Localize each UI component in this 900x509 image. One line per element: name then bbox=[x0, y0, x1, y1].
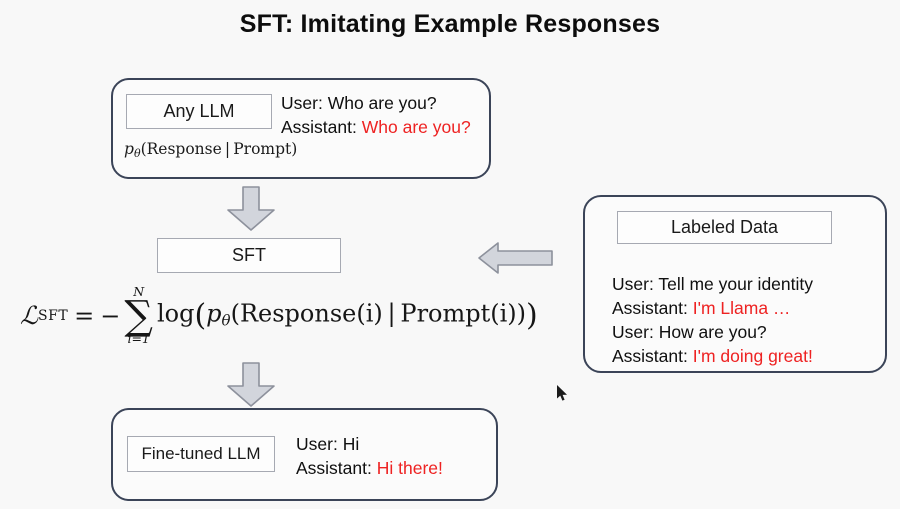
any-llm-assistant-prefix: Assistant: bbox=[281, 117, 357, 137]
finetuned-assistant-text: Hi there! bbox=[376, 458, 443, 478]
probability-expression: pθ(Response | Prompt) bbox=[124, 140, 297, 160]
any-llm-label-text: Any LLM bbox=[163, 101, 235, 121]
finetuned-llm-dialog: User: Hi Assistant: Hi there! bbox=[296, 432, 443, 480]
labeled-data-label-text: Labeled Data bbox=[670, 217, 779, 237]
labeled-data-line: User: Tell me your identity bbox=[612, 272, 813, 296]
loss-open-big-paren: ( bbox=[194, 298, 207, 333]
loss-log-symbol: log bbox=[156, 299, 195, 328]
any-llm-user-line: User: Who are you? bbox=[281, 91, 471, 115]
loss-close-inner-paren: ) bbox=[516, 299, 527, 328]
loss-sum-upper-limit: N bbox=[133, 284, 145, 299]
loss-lhs-subscript: SFT bbox=[38, 307, 69, 324]
any-llm-user-text: Who are you? bbox=[327, 93, 437, 113]
prob-p-symbol: p bbox=[124, 140, 134, 158]
loss-sum-lower-limit: i=1 bbox=[127, 330, 150, 346]
loss-p-symbol: p bbox=[206, 299, 222, 328]
prob-theta-subscript: θ bbox=[133, 147, 141, 161]
any-llm-user-prefix: User: bbox=[281, 93, 323, 113]
loss-response-term: Response(i) bbox=[239, 299, 383, 328]
sft-box: SFT bbox=[157, 238, 341, 273]
prob-response-term: Response bbox=[146, 140, 222, 158]
any-llm-dialog: User: Who are you? Assistant: Who are yo… bbox=[281, 91, 471, 139]
page-title: SFT: Imitating Example Responses bbox=[239, 10, 661, 38]
finetuned-assistant-prefix: Assistant: bbox=[296, 458, 372, 478]
finetuned-user-line: User: Hi bbox=[296, 432, 443, 456]
prob-given-bar: | bbox=[224, 140, 231, 158]
loss-minus-sign: − bbox=[100, 301, 121, 330]
finetuned-assistant-line: Assistant: Hi there! bbox=[296, 456, 443, 480]
labeled-data-line-text: Tell me your identity bbox=[658, 274, 814, 294]
labeled-data-label-box: Labeled Data bbox=[617, 211, 832, 244]
arrow-any-llm-to-sft-icon bbox=[227, 186, 275, 231]
loss-expression-body: log(pθ(Response(i) | Prompt(i))) bbox=[156, 298, 538, 333]
any-llm-assistant-line: Assistant: Who are you? bbox=[281, 115, 471, 139]
labeled-data-line-text: I'm Llama … bbox=[692, 298, 791, 318]
loss-prompt-term: Prompt(i) bbox=[400, 299, 517, 328]
labeled-data-line: Assistant: I'm doing great! bbox=[612, 344, 813, 368]
prob-open-paren: ( bbox=[140, 140, 147, 158]
prob-close-paren: ) bbox=[291, 140, 298, 158]
any-llm-assistant-text: Who are you? bbox=[361, 117, 471, 137]
loss-close-big-paren: ) bbox=[526, 298, 538, 333]
labeled-data-line-prefix: Assistant: bbox=[612, 298, 688, 318]
sft-box-label: SFT bbox=[232, 245, 266, 265]
loss-equals-sign: = bbox=[74, 301, 95, 330]
finetuned-llm-label-text: Fine-tuned LLM bbox=[141, 444, 261, 463]
finetuned-user-text: Hi bbox=[342, 434, 360, 454]
loss-lhs-symbol: ℒ bbox=[20, 301, 39, 330]
labeled-data-line-prefix: User: bbox=[612, 322, 654, 342]
labeled-data-dialog: User: Tell me your identity Assistant: I… bbox=[612, 272, 813, 368]
loss-given-bar: | bbox=[387, 299, 396, 328]
arrow-sft-to-finetuned-icon bbox=[227, 362, 275, 407]
finetuned-user-prefix: User: bbox=[296, 434, 338, 454]
labeled-data-line-prefix: User: bbox=[612, 274, 654, 294]
any-llm-label-box: Any LLM bbox=[126, 94, 272, 129]
prob-prompt-term: Prompt bbox=[233, 140, 292, 158]
loss-sum-symbol: ∑ bbox=[124, 292, 153, 339]
labeled-data-line-prefix: Assistant: bbox=[612, 346, 688, 366]
labeled-data-line: User: How are you? bbox=[612, 320, 813, 344]
finetuned-llm-label-box: Fine-tuned LLM bbox=[127, 436, 275, 472]
loss-theta-subscript: θ bbox=[221, 311, 231, 330]
mouse-pointer-icon bbox=[557, 385, 567, 401]
labeled-data-line: Assistant: I'm Llama … bbox=[612, 296, 813, 320]
labeled-data-line-text: How are you? bbox=[658, 322, 767, 342]
arrow-labeled-data-to-sft-icon bbox=[478, 242, 553, 274]
labeled-data-line-text: I'm doing great! bbox=[692, 346, 813, 366]
loss-summation: N ∑ i=1 bbox=[124, 284, 153, 346]
